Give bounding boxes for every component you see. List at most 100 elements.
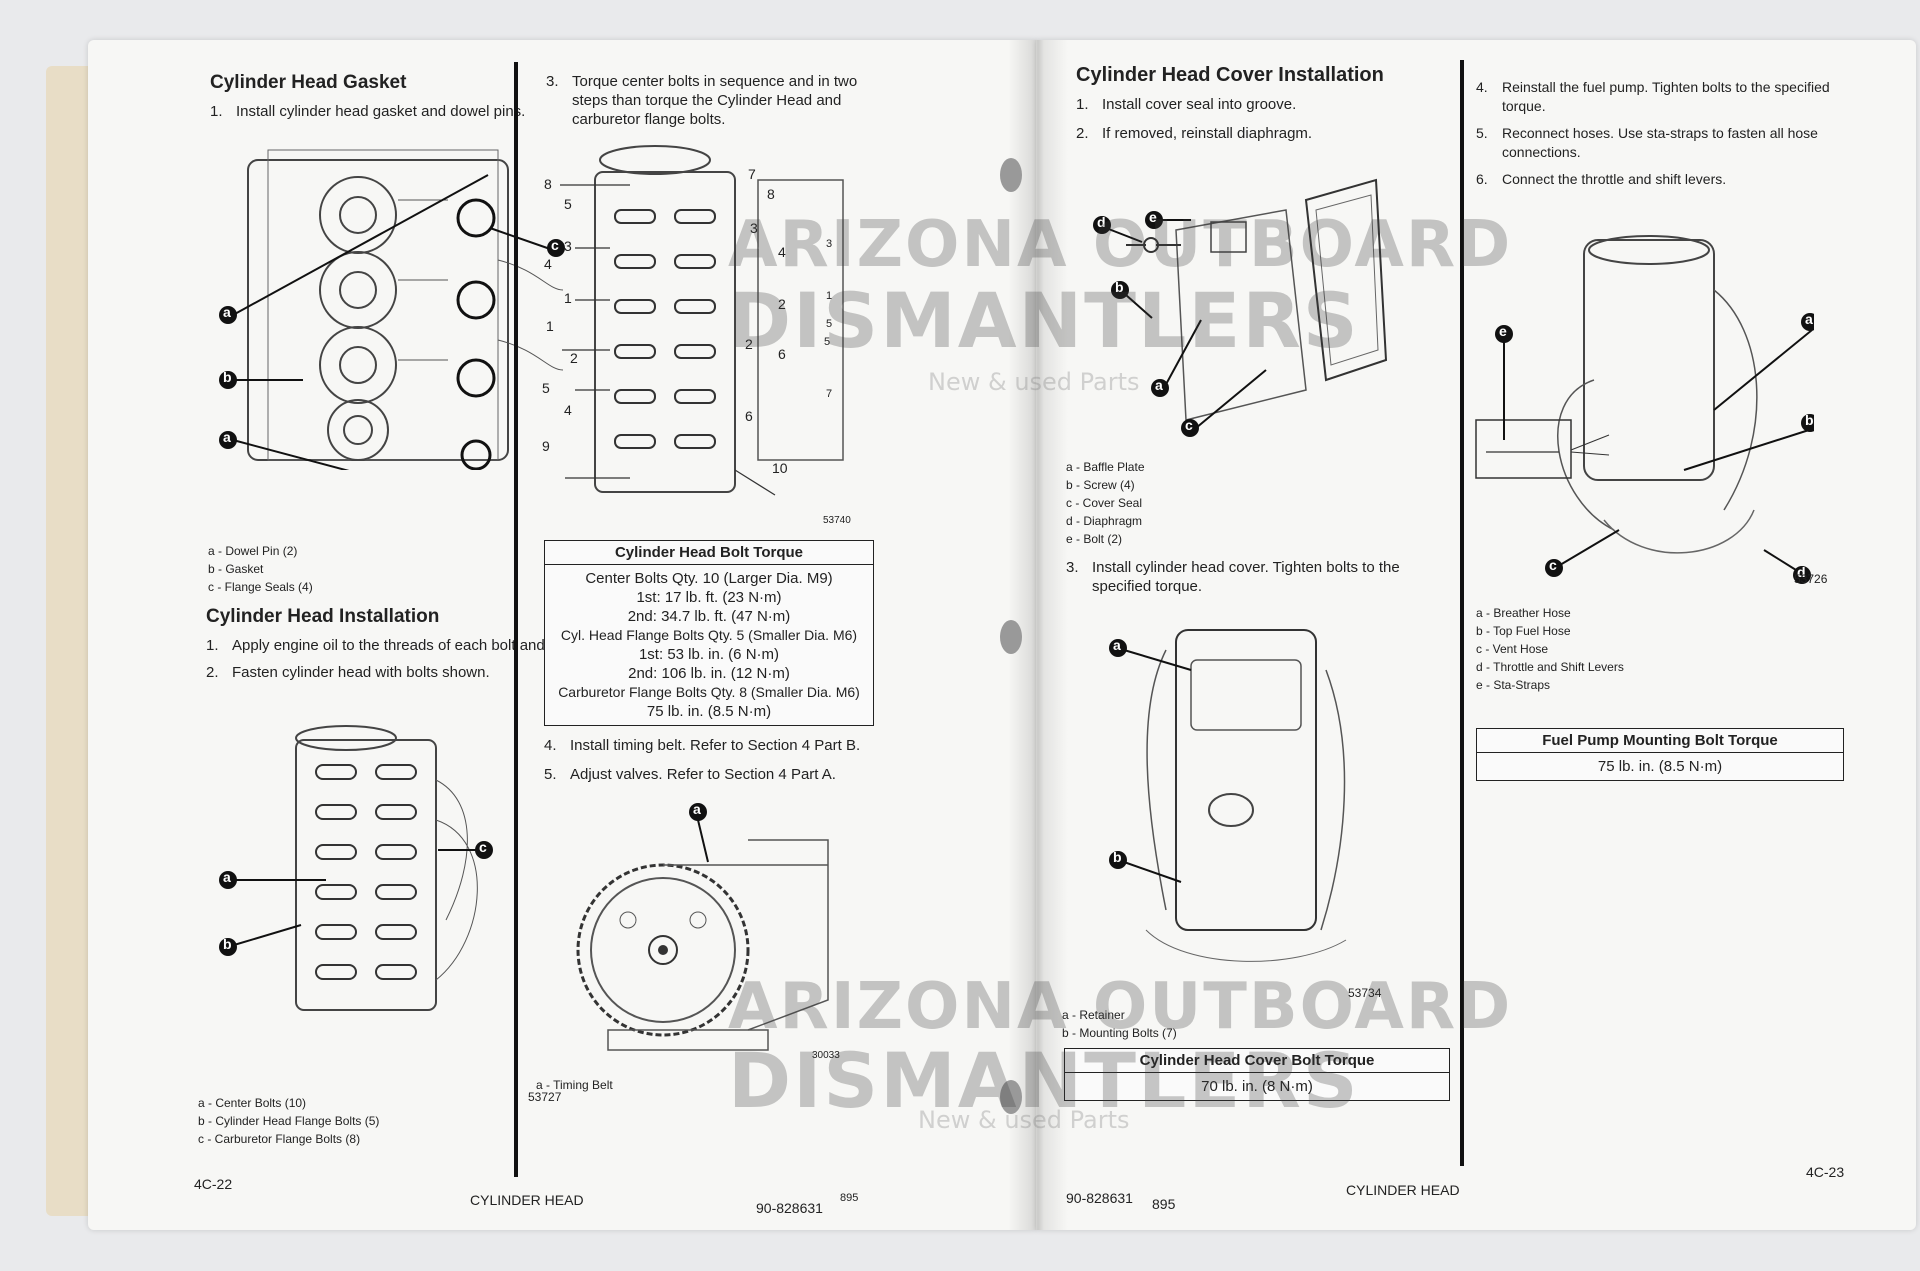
callout-c-4: c bbox=[1549, 557, 1557, 573]
legend-item: e - Sta-Straps bbox=[1476, 678, 1551, 692]
baffle-legend: a - Baffle Plate b - Screw (4) c - Cover… bbox=[1066, 458, 1266, 548]
timing-legend: a - Timing Belt bbox=[536, 1078, 613, 1092]
legend-item: a - Center Bolts (10) bbox=[198, 1096, 307, 1110]
fuel-step-5: 5. Reconnect hoses. Use sta-straps to fa… bbox=[1476, 125, 1818, 160]
callout-b-1: b bbox=[223, 369, 232, 385]
gasket-legend: a - Dowel Pin (2) b - Gasket c - Flange … bbox=[208, 542, 508, 596]
installation-heading: Cylinder Head Installation bbox=[206, 606, 440, 627]
legend-item: c - Cover Seal bbox=[1066, 496, 1143, 510]
footer-page-number: 4C-22 bbox=[194, 1176, 233, 1192]
watermark-line1-lower: ARIZONA OUTBOARD bbox=[728, 970, 1513, 1044]
fuel-step-6: 6. Connect the throttle and shift levers… bbox=[1476, 171, 1727, 187]
legend-item: b - Cylinder Head Flange Bolts (5) bbox=[198, 1114, 380, 1128]
seq-label: 5 bbox=[564, 196, 572, 212]
seq-label: 1 bbox=[546, 318, 554, 334]
table-row: Center Bolts Qty. 10 (Larger Dia. M9) bbox=[585, 570, 833, 587]
fuel-pump-figure: e a b c d bbox=[1474, 230, 1814, 610]
fuel-legend: a - Breather Hose b - Top Fuel Hose c - … bbox=[1476, 604, 1756, 694]
seq-label: 9 bbox=[542, 438, 550, 454]
cylinder-head-bolt-torque-table: Cylinder Head Bolt Torque Center Bolts Q… bbox=[544, 540, 874, 726]
cover-section: Cylinder Head Cover Installation 1. Inst… bbox=[1076, 64, 1456, 147]
callout-a-1: a bbox=[223, 304, 231, 320]
table-row: Cyl. Head Flange Bolts Qty. 5 (Smaller D… bbox=[560, 627, 858, 643]
footer-doc-number: 90-828631 bbox=[1066, 1190, 1133, 1206]
manual-spread: Cylinder Head Gasket 1. Install cylinder… bbox=[48, 40, 1916, 1240]
cover-step-1: 1. Install cover seal into groove. bbox=[1076, 96, 1297, 113]
fuel-step-4: 4. Reinstall the fuel pump. Tighten bolt… bbox=[1476, 79, 1830, 114]
table-title: Cylinder Head Bolt Torque bbox=[545, 541, 873, 565]
column-divider bbox=[514, 62, 518, 1177]
gasket-step-1: 1. Install cylinder head gasket and dowe… bbox=[210, 103, 526, 120]
seq-label: 2 bbox=[570, 350, 578, 366]
table-row: 2nd: 106 lb. in. (12 N·m) bbox=[628, 665, 790, 682]
torque-step-3: 3. Torque center bolts in sequence and i… bbox=[546, 73, 858, 128]
cover-bolt-torque-table: Cylinder Head Cover Bolt Torque 70 lb. i… bbox=[1064, 1048, 1450, 1101]
callout-e-2: e bbox=[1499, 323, 1507, 339]
callout-a-7: a bbox=[1805, 311, 1813, 327]
footer-title: CYLINDER HEAD bbox=[1346, 1182, 1460, 1198]
legend-item: d - Diaphragm bbox=[1066, 514, 1143, 528]
seq-label: 5 bbox=[542, 380, 550, 396]
seq-label: 3 bbox=[750, 220, 758, 236]
cover-heading: Cylinder Head Cover Installation bbox=[1076, 64, 1384, 86]
right-page: Cylinder Head Cover Installation 1. Inst… bbox=[1036, 40, 1916, 1230]
bolt-sequence-figure: 7 8 5 3 4 3 4 1 2 1 2 6 5 2 5 6 4 9 10 8… bbox=[540, 140, 850, 520]
left-page: Cylinder Head Gasket 1. Install cylinder… bbox=[88, 40, 1036, 1230]
seq-label: 1 bbox=[826, 290, 833, 302]
baffle-figure: d e b a c bbox=[1086, 170, 1396, 440]
binder-hole bbox=[1000, 158, 1022, 192]
seq-label: 2 bbox=[778, 296, 786, 312]
fuel-pump-torque-table: Fuel Pump Mounting Bolt Torque 75 lb. in… bbox=[1476, 728, 1844, 781]
installation-section: Cylinder Head Installation 1. Apply engi… bbox=[206, 606, 656, 686]
callout-e-1: e bbox=[1149, 209, 1157, 225]
callout-a-5: a bbox=[1155, 377, 1163, 393]
seq-label: 10 bbox=[772, 460, 788, 476]
legend-item: c - Vent Hose bbox=[1476, 642, 1549, 656]
watermark-line2-lower: DISMANTLERS bbox=[728, 1036, 1360, 1125]
legend-item: a - Breather Hose bbox=[1476, 606, 1571, 620]
binder-hole bbox=[1000, 620, 1022, 654]
callout-a-3: a bbox=[223, 869, 231, 885]
table-row: 75 lb. in. (8.5 N·m) bbox=[1597, 758, 1723, 775]
legend-item: e - Bolt (2) bbox=[1066, 532, 1123, 546]
legend-item: b - Mounting Bolts (7) bbox=[1062, 1026, 1177, 1040]
legend-item: c - Flange Seals (4) bbox=[208, 580, 313, 594]
figure-number: 53727 bbox=[528, 1090, 562, 1104]
seq-label: 2 bbox=[745, 336, 753, 352]
seq-label: 5 bbox=[824, 336, 831, 348]
table-row: 70 lb. in. (8 N·m) bbox=[1201, 1078, 1313, 1095]
seq-label: 7 bbox=[826, 388, 833, 400]
step-4: 4. Install timing belt. Refer to Section… bbox=[544, 737, 861, 754]
gasket-heading: Cylinder Head Gasket bbox=[210, 72, 407, 93]
table-row: 2nd: 34.7 lb. ft. (47 N·m) bbox=[627, 608, 791, 625]
callout-c-2: c bbox=[479, 839, 487, 855]
fuel-figure-number: 53726 bbox=[1794, 572, 1828, 586]
callout-b-2: b bbox=[223, 936, 232, 952]
footer-doc-number: 90-828631 bbox=[756, 1200, 823, 1216]
seq-label: 4 bbox=[544, 256, 552, 272]
gasket-section: Cylinder Head Gasket 1. Install cylinder… bbox=[210, 72, 640, 125]
callout-d-2: d bbox=[1797, 564, 1806, 580]
legend-item: b - Top Fuel Hose bbox=[1476, 624, 1571, 638]
legend-item: d - Throttle and Shift Levers bbox=[1476, 660, 1624, 674]
table-title: Fuel Pump Mounting Bolt Torque bbox=[1477, 729, 1843, 753]
step-5: 5. Adjust valves. Refer to Section 4 Par… bbox=[544, 766, 836, 783]
footer-page-number: 4C-23 bbox=[1806, 1164, 1845, 1180]
seq-label: 8 bbox=[767, 186, 775, 202]
footer-title: CYLINDER HEAD bbox=[470, 1192, 584, 1208]
legend-item: c - Carburetor Flange Bolts (8) bbox=[198, 1132, 361, 1146]
seq-label: 6 bbox=[745, 408, 753, 424]
timing-belt-figure: a bbox=[568, 800, 838, 1060]
legend-item: a - Retainer bbox=[1062, 1008, 1125, 1022]
seq-label: 5 bbox=[826, 318, 833, 330]
legend-item: b - Gasket bbox=[208, 562, 264, 576]
callout-c-1: c bbox=[551, 237, 559, 253]
callout-c-3: c bbox=[1185, 417, 1193, 433]
installation-legend: a - Center Bolts (10) b - Cylinder Head … bbox=[198, 1094, 518, 1148]
seq-label: 4 bbox=[564, 402, 572, 418]
callout-b-3: b bbox=[1115, 279, 1124, 295]
seq-label: 3 bbox=[826, 238, 833, 250]
callout-a-6: a bbox=[1113, 637, 1121, 653]
cover-figure-number: 53734 bbox=[1348, 986, 1382, 1000]
table-row: Carburetor Flange Bolts Qty. 8 (Smaller … bbox=[558, 684, 860, 700]
